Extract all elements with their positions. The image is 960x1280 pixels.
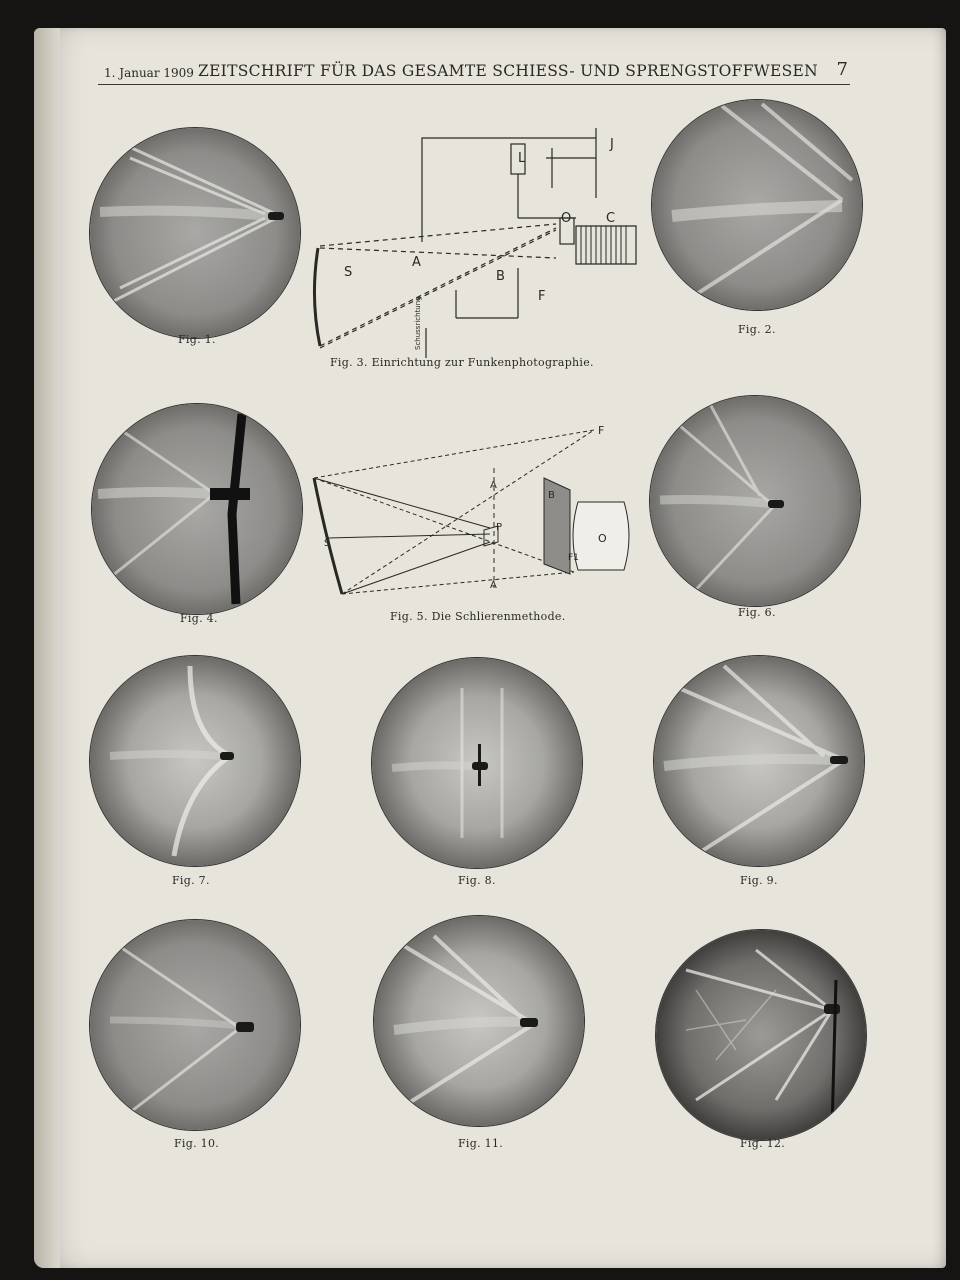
fig1-caption: Fig. 1. [178, 333, 216, 346]
fig5-label-P: P [496, 522, 502, 533]
bullet-shockwave-image [659, 403, 784, 598]
fig7-photo [90, 656, 300, 866]
running-header: 1. Januar 1909 ZEITSCHRIFT FÜR DAS GESAM… [100, 59, 848, 84]
fig3-label-S: S [344, 265, 352, 280]
fig5-schlieren-method: F A A B P S O F1 [312, 424, 630, 595]
bullet-shockwave-image [393, 934, 538, 1108]
fig2-caption: Fig. 2. [738, 323, 776, 336]
fig12-caption: Fig. 12. [740, 1137, 786, 1150]
bullet-shockwave-image [109, 938, 254, 1122]
fig3-label-direction: Schussrichtung [414, 296, 422, 350]
fig10-caption: Fig. 10. [174, 1137, 220, 1150]
issue-date: 1. Januar 1909 [104, 66, 194, 80]
fig5-caption: Fig. 5. Die Schlierenmethode. [390, 610, 566, 623]
subsonic-bullet-image [391, 688, 504, 838]
journal-title: ZEITSCHRIFT FÜR DAS GESAMTE SCHIESS- UND… [198, 62, 818, 80]
fig2-photo [652, 100, 862, 310]
shockwave-image [670, 102, 854, 310]
fig7-caption: Fig. 7. [172, 874, 210, 887]
fig9-caption: Fig. 9. [740, 874, 778, 887]
bullet-bow-wave-image [109, 665, 234, 857]
fig5-label-B: B [548, 490, 555, 501]
page-gutter [34, 28, 60, 1268]
fig6-photo [650, 396, 860, 606]
fig3-label-A: A [412, 255, 421, 270]
fig5-label-O: O [598, 532, 607, 545]
bullet-shockwave-image [663, 664, 848, 858]
fig3-label-F: F [538, 289, 545, 304]
fig4-caption: Fig. 4. [180, 612, 218, 625]
fig8-photo [372, 658, 582, 868]
fig9-photo [654, 656, 864, 866]
fig5-label-F1: F1 [568, 553, 579, 563]
fig6-caption: Fig. 6. [738, 606, 776, 619]
fig10-photo [90, 920, 300, 1130]
bullet-shockwave-image [99, 136, 284, 310]
fig3-label-J: J [609, 137, 614, 152]
fig3-label-O: O [561, 211, 571, 226]
fig5-label-F: F [598, 424, 604, 437]
fig11-photo [374, 916, 584, 1126]
fig3-label-L: L [518, 151, 526, 166]
fig3-label-B: B [496, 269, 505, 284]
page-number: 7 [836, 59, 848, 80]
fig11-caption: Fig. 11. [458, 1137, 504, 1150]
fig5-label-A-bottom: A [490, 580, 497, 591]
fig3-spark-photography-apparatus: L J O C S A B F Schussrichtung [312, 128, 637, 358]
projectile-through-object-image [97, 413, 250, 605]
fig3-caption: Fig. 3. Einrichtung zur Funkenphotograph… [330, 356, 594, 369]
fig4-photo [92, 404, 302, 614]
fig1-photo [90, 128, 300, 338]
fig3-label-C: C [606, 211, 615, 226]
fig5-label-A-top: A [490, 480, 497, 491]
turbulent-shockwave-image [685, 948, 840, 1131]
fig8-caption: Fig. 8. [458, 874, 496, 887]
fig5-label-S: S [324, 538, 330, 549]
fig12-photo [656, 930, 866, 1140]
header-rule [98, 84, 850, 85]
